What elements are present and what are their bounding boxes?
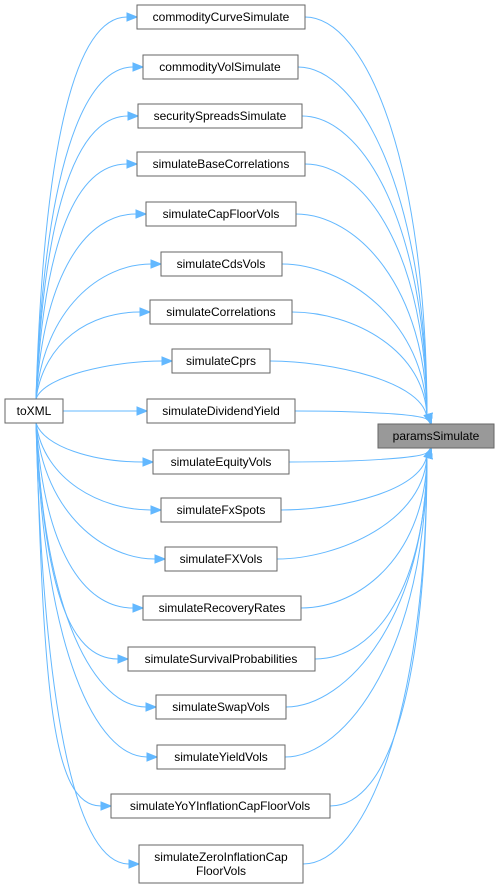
node-paramssimulate[interactable]: paramsSimulate <box>377 423 495 449</box>
edge-toxml-to-node-3 <box>35 159 139 400</box>
node-simulatecdsvols[interactable]: simulateCdsVols <box>160 251 283 277</box>
node-label-simulatefxspots: simulateFxSpots <box>177 503 266 517</box>
edge-node-9-to-paramssimulate <box>288 446 433 463</box>
edge-toxml-to-node-8 <box>63 406 149 416</box>
node-label-simulatefxvols: simulateFXVols <box>180 552 263 566</box>
node-simulateswapvols[interactable]: simulateSwapVols <box>155 694 287 720</box>
edge-toxml-to-node-0 <box>35 12 139 400</box>
edge-toxml-to-node-11 <box>35 422 167 564</box>
node-simulateyoyinflationcapfloorvols[interactable]: simulateYoYInflationCapFloorVols <box>110 793 331 819</box>
edge-toxml-to-node-2 <box>35 111 140 400</box>
node-simulatesurvivalprobabilities[interactable]: simulateSurvivalProbabilities <box>127 646 316 672</box>
node-label-simulateyoyinflationcapfloorvols: simulateYoYInflationCapFloorVols <box>130 799 310 813</box>
node-label-simulatecdsvols: simulateCdsVols <box>177 257 266 271</box>
node-label-simulatecapfloorvols: simulateCapFloorVols <box>163 207 280 221</box>
node-securityspreadssimulate[interactable]: securitySpreadsSimulate <box>137 103 303 129</box>
node-label-simulatezeroinflationcapfloorvols: simulateZeroInflationCap <box>154 850 288 864</box>
node-label-simulaterecoveryrates: simulateRecoveryRates <box>159 601 286 615</box>
edge-toxml-to-node-6 <box>35 307 152 400</box>
node-label-commoditycurvesimulate: commodityCurveSimulate <box>153 10 290 24</box>
edge-toxml-to-node-16 <box>35 422 113 811</box>
edge-node-11-to-paramssimulate <box>276 446 433 560</box>
nodes-layer: toXML paramsSimulate commodityCurveSimul… <box>4 4 495 884</box>
edge-toxml-to-node-9 <box>35 422 155 467</box>
node-simulatecapfloorvols[interactable]: simulateCapFloorVols <box>145 201 297 227</box>
node-label-paramssimulate: paramsSimulate <box>393 429 480 443</box>
node-simulatefxspots[interactable]: simulateFxSpots <box>160 497 282 523</box>
edge-node-2-to-paramssimulate <box>301 115 433 426</box>
edges-layer <box>35 12 433 869</box>
edge-node-3-to-paramssimulate <box>304 163 433 426</box>
edge-toxml-to-node-12 <box>35 422 145 613</box>
node-label-commodityvolsimulate: commodityVolSimulate <box>159 60 281 74</box>
edge-node-5-to-paramssimulate <box>281 263 433 426</box>
node-label-simulatezeroinflationcapfloorvols-line2: FloorVols <box>196 864 246 878</box>
node-label-simulatecprs: simulateCprs <box>186 354 256 368</box>
node-label-simulateswapvols: simulateSwapVols <box>172 700 269 714</box>
edge-toxml-to-node-10 <box>35 422 163 515</box>
node-label-securityspreadssimulate: securitySpreadsSimulate <box>154 109 287 123</box>
edge-toxml-to-node-17 <box>35 422 141 869</box>
node-label-simulatecorrelations: simulateCorrelations <box>166 305 275 319</box>
node-simulateequityvols[interactable]: simulateEquityVols <box>152 449 290 475</box>
edge-toxml-to-node-7 <box>35 356 174 400</box>
node-simulatedividendyield[interactable]: simulateDividendYield <box>146 398 296 424</box>
node-simulatefxvols[interactable]: simulateFXVols <box>164 546 278 572</box>
node-label-simulatedividendyield: simulateDividendYield <box>162 404 280 418</box>
edge-toxml-to-node-5 <box>35 259 163 400</box>
node-simulateyieldvols[interactable]: simulateYieldVols <box>156 744 286 770</box>
node-label-simulatesurvivalprobabilities: simulateSurvivalProbabilities <box>145 652 298 666</box>
node-label-toxml: toXML <box>17 404 52 418</box>
edge-node-4-to-paramssimulate <box>295 213 433 426</box>
node-simulaterecoveryrates[interactable]: simulateRecoveryRates <box>142 595 302 621</box>
edge-node-13-to-paramssimulate <box>314 446 433 660</box>
edge-toxml-to-node-15 <box>35 422 159 762</box>
node-label-simulateequityvols: simulateEquityVols <box>171 455 272 469</box>
node-commodityvolsimulate[interactable]: commodityVolSimulate <box>142 54 299 80</box>
node-label-simulatebasecorrelations: simulateBaseCorrelations <box>153 157 290 171</box>
edge-toxml-to-node-1 <box>35 62 145 400</box>
edge-node-6-to-paramssimulate <box>291 311 433 426</box>
edge-toxml-to-node-13 <box>35 422 130 664</box>
edge-node-8-to-paramssimulate <box>294 410 433 426</box>
node-simulatezeroinflationcapfloorvols[interactable]: simulateZeroInflationCap FloorVols <box>138 844 304 884</box>
node-label-simulateyieldvols: simulateYieldVols <box>174 750 268 764</box>
edge-node-17-to-paramssimulate <box>302 446 433 865</box>
node-commoditycurvesimulate[interactable]: commodityCurveSimulate <box>136 4 306 30</box>
edge-toxml-to-node-14 <box>35 422 158 712</box>
node-simulatecorrelations[interactable]: simulateCorrelations <box>149 299 293 325</box>
edge-toxml-to-node-4 <box>35 209 148 400</box>
edge-node-12-to-paramssimulate <box>300 446 433 609</box>
edge-node-0-to-paramssimulate <box>304 16 433 426</box>
node-tomxml[interactable]: toXML <box>4 398 64 424</box>
node-simulatecprs[interactable]: simulateCprs <box>171 348 271 374</box>
edge-node-15-to-paramssimulate <box>284 446 433 758</box>
node-simulatebasecorrelations[interactable]: simulateBaseCorrelations <box>136 151 306 177</box>
